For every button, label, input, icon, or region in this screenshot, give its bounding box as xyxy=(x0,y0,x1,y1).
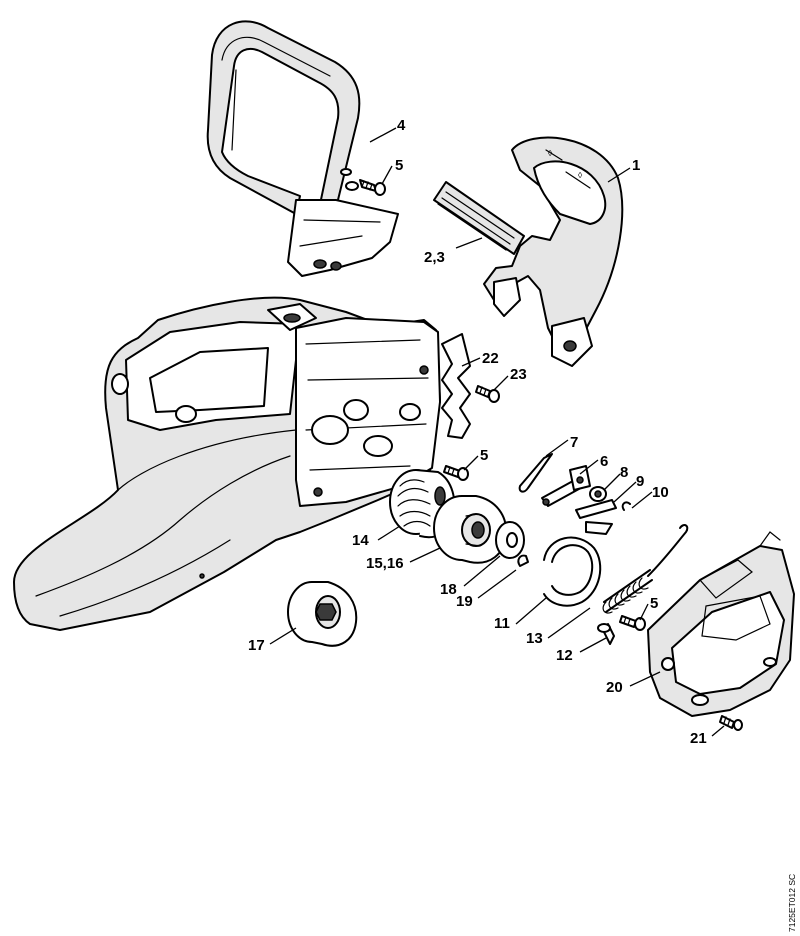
label-part-2-3: 2,3 xyxy=(424,249,445,266)
label-part-11: 11 xyxy=(494,615,510,632)
e-clip xyxy=(517,554,529,567)
bumper-spike xyxy=(441,333,471,439)
label-part-17: 17 xyxy=(248,637,265,654)
label-part-6: 6 xyxy=(600,453,608,470)
label-part-23: 23 xyxy=(510,366,527,383)
bush xyxy=(589,486,607,502)
screw-5-handle xyxy=(359,179,386,196)
label-part-1: 1 xyxy=(632,157,640,174)
label-part-20: 20 xyxy=(606,679,623,696)
clip xyxy=(621,501,631,511)
leader-lines xyxy=(269,127,725,737)
label-part-9: 9 xyxy=(636,473,644,490)
label-part-12: 12 xyxy=(556,647,573,664)
brake-link xyxy=(575,499,617,519)
guard-symbol-2: ◊ xyxy=(578,170,583,180)
guard-symbol-1: ◊ xyxy=(548,148,553,158)
hand-guard: ◊ ◊ xyxy=(483,136,624,367)
spur-sprocket xyxy=(287,581,358,647)
screw-23 xyxy=(475,385,500,403)
screw-5-lower xyxy=(619,615,646,631)
chainsaw-housing xyxy=(13,296,441,631)
screw-5-middle xyxy=(443,465,469,481)
guard-plate xyxy=(433,181,525,255)
spring xyxy=(602,524,689,614)
label-part-10: 10 xyxy=(652,484,669,501)
label-part-5-top: 5 xyxy=(395,157,403,174)
brake-lever xyxy=(518,453,553,493)
label-part-8: 8 xyxy=(620,464,628,481)
label-part-22: 22 xyxy=(482,350,499,367)
part-labels: 4 5 1 2,3 22 23 7 6 8 9 10 5 14 15,16 18… xyxy=(248,117,707,747)
label-part-14: 14 xyxy=(352,532,369,549)
rear-handle xyxy=(206,20,399,277)
brake-band xyxy=(543,521,613,607)
label-part-5-lower: 5 xyxy=(650,595,658,612)
screw-12 xyxy=(597,623,615,645)
brake-linkage xyxy=(541,465,591,507)
label-part-21: 21 xyxy=(690,730,707,747)
label-part-19: 19 xyxy=(456,593,473,610)
label-part-5-middle: 5 xyxy=(480,447,488,464)
screw-21 xyxy=(719,715,743,731)
label-part-15-16: 15,16 xyxy=(366,555,404,572)
washer xyxy=(495,521,525,559)
label-part-13: 13 xyxy=(526,630,543,647)
sprocket-cover xyxy=(647,531,795,717)
label-part-18: 18 xyxy=(440,581,457,598)
label-part-4: 4 xyxy=(397,117,406,134)
drawing-code: 7125ET012 SC xyxy=(787,874,797,932)
label-part-7: 7 xyxy=(570,434,578,451)
sprocket-drum xyxy=(433,495,508,564)
